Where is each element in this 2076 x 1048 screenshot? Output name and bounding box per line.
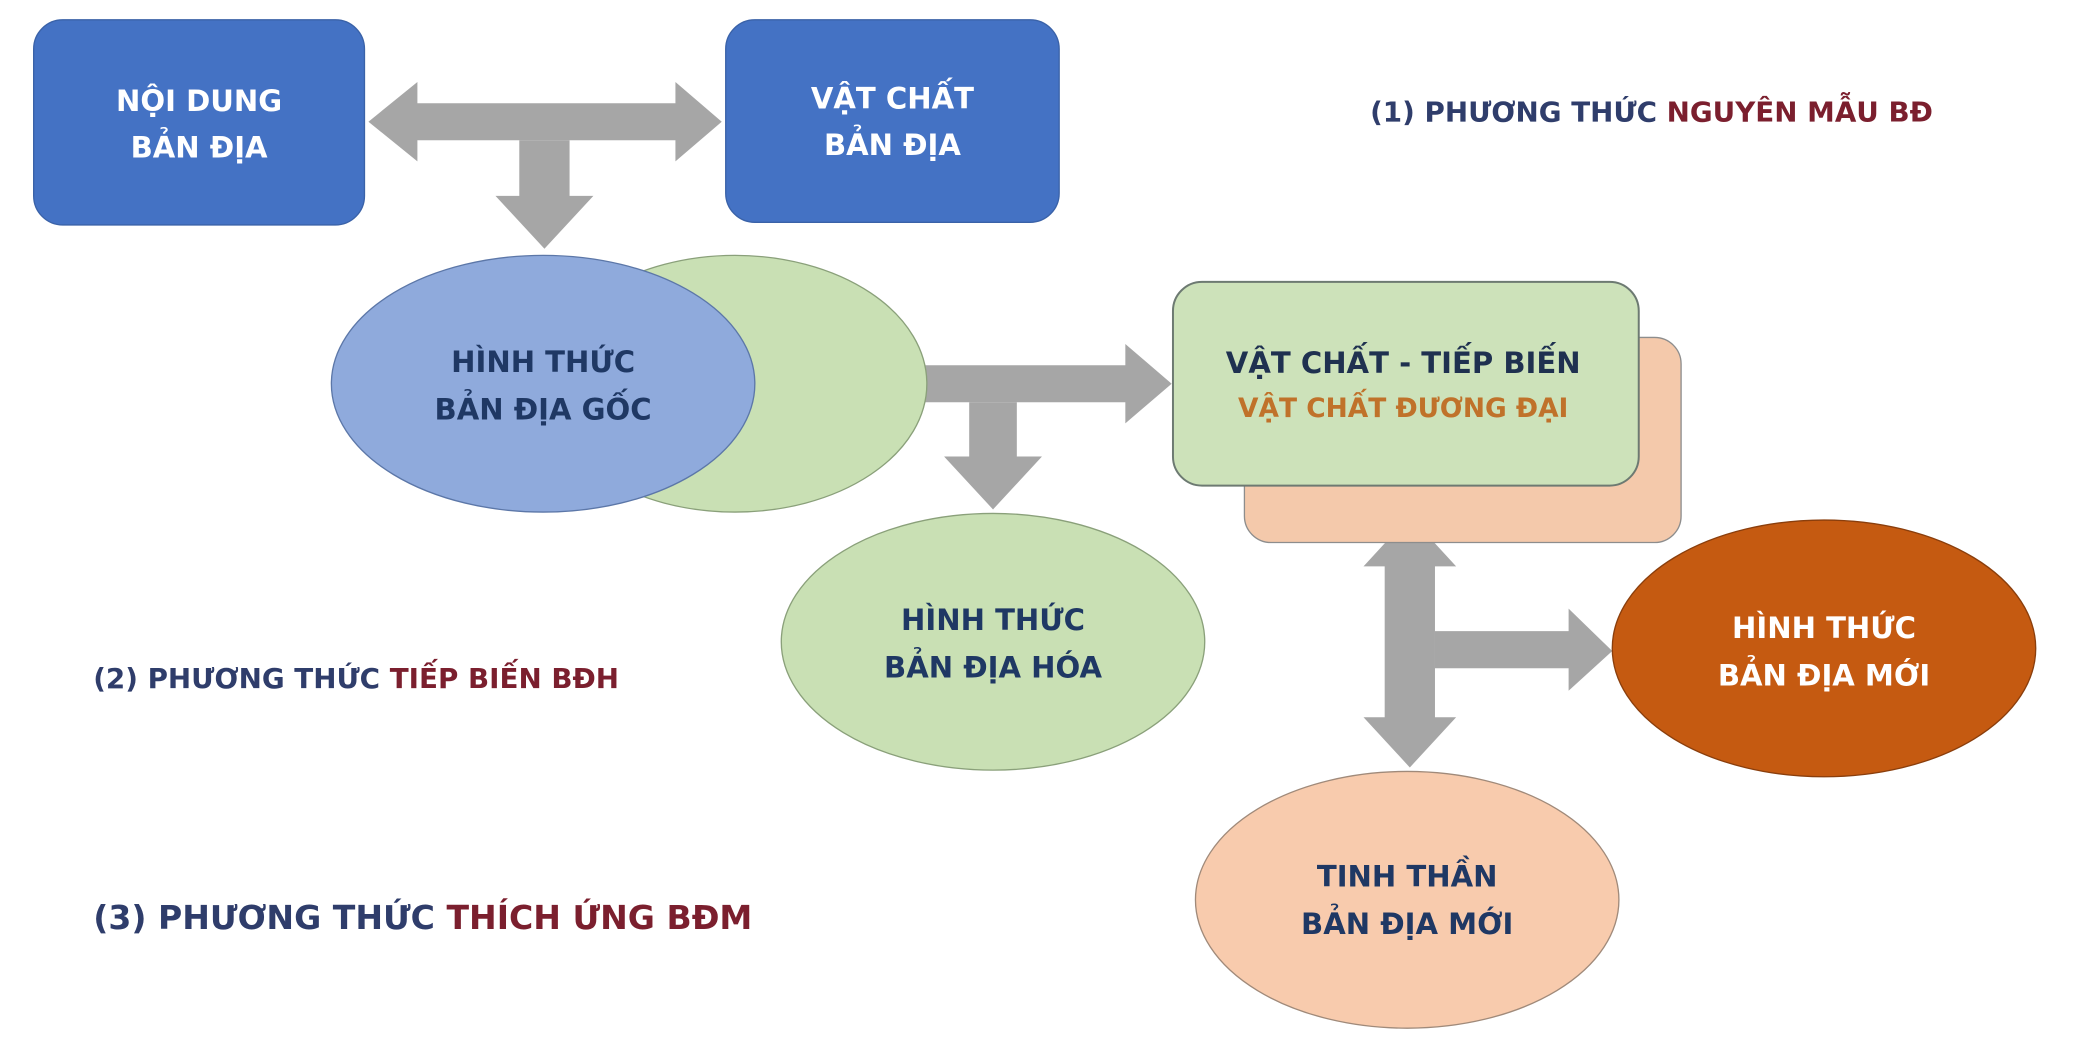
node-label: TINH THẦN xyxy=(1317,857,1498,894)
method-prefix: (1) PHƯƠNG THỨC xyxy=(1370,95,1667,129)
vertical-double-arrow xyxy=(1363,516,1457,768)
method-1-label: (1) PHƯƠNG THỨC NGUYÊN MẪU BĐ xyxy=(1370,91,1933,129)
method-2-label: (2) PHƯƠNG THỨC TIẾP BIẾN BĐH xyxy=(93,658,619,695)
node-label: BẢN ĐỊA MỚI xyxy=(1718,655,1930,692)
node-label: HÌNH THỨC xyxy=(1732,611,1916,645)
node-label: NỘI DUNG xyxy=(116,84,282,118)
node-hinh-thuc-hoa: HÌNH THỨC BẢN ĐỊA HÓA xyxy=(780,512,1206,771)
node-label-highlight: VẬT CHẤT ĐƯƠNG ĐẠI xyxy=(1238,388,1568,424)
method-3-label: (3) PHƯƠNG THỨC THÍCH ỨNG BĐM xyxy=(93,897,752,937)
double-arrow-top xyxy=(368,82,722,162)
node-label: VẬT CHẤT xyxy=(811,78,974,116)
node-label: HÌNH THỨC xyxy=(901,603,1085,637)
node-vat-chat: VẬT CHẤT BẢN ĐỊA xyxy=(725,19,1060,223)
method-highlight: THÍCH ỨNG BĐM xyxy=(446,897,752,937)
double-arrow-middle xyxy=(814,344,1172,424)
node-label: BẢN ĐỊA xyxy=(824,125,961,162)
node-label: BẢN ĐỊA HÓA xyxy=(884,647,1102,684)
node-hinh-thuc-moi: HÌNH THỨC BẢN ĐỊA MỚI xyxy=(1611,519,2037,778)
down-arrow-middle xyxy=(944,402,1042,510)
node-label: BẢN ĐỊA xyxy=(131,127,268,164)
right-arrow xyxy=(1434,608,1613,691)
method-highlight: NGUYÊN MẪU BĐ xyxy=(1667,91,1933,129)
node-label: VẬT CHẤT - TIẾP BIẾN xyxy=(1226,342,1581,380)
arrows xyxy=(368,82,1613,768)
node-label: BẢN ĐỊA MỚI xyxy=(1301,904,1513,941)
node-label: BẢN ĐỊA GỐC xyxy=(435,388,652,426)
node-tinh-than-moi: TINH THẦN BẢN ĐỊA MỚI xyxy=(1194,770,1620,1029)
method-highlight: TIẾP BIẾN BĐH xyxy=(390,658,619,695)
method-prefix: (3) PHƯƠNG THỨC xyxy=(93,897,446,937)
node-vat-chat-tiep-bien: VẬT CHẤT - TIẾP BIẾN VẬT CHẤT ĐƯƠNG ĐẠI xyxy=(1171,280,1682,544)
node-hinh-thuc-goc: HÌNH THỨC BẢN ĐỊA GỐC xyxy=(330,254,928,513)
node-label: HÌNH THỨC xyxy=(451,345,635,379)
node-noi-dung: NỘI DUNG BẢN ĐỊA xyxy=(33,19,366,226)
down-arrow-top xyxy=(495,140,594,249)
method-prefix: (2) PHƯƠNG THỨC xyxy=(93,661,390,695)
